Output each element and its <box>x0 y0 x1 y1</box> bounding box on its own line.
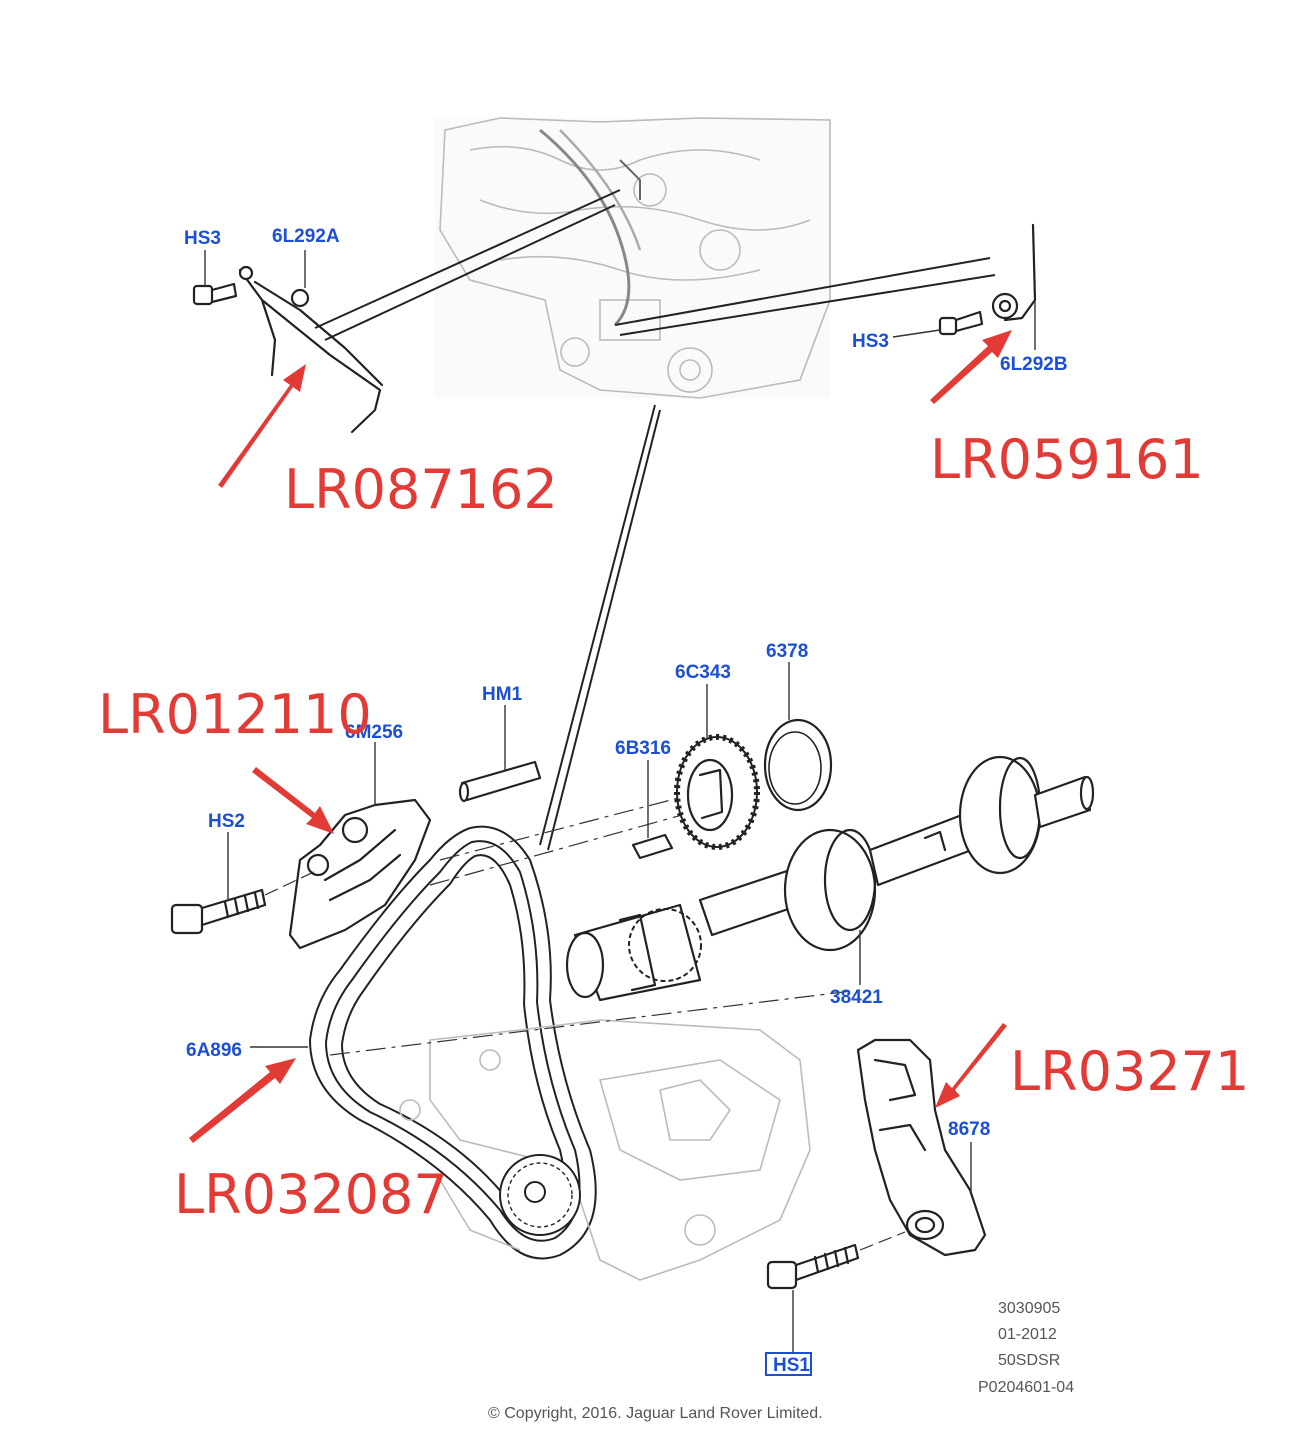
callout-6c343: 6C343 <box>675 662 731 683</box>
callout-hs2: HS2 <box>208 811 245 832</box>
bolt-hs1 <box>766 1243 860 1290</box>
figure-date: 01-2012 <box>998 1326 1057 1343</box>
engine-block <box>435 117 831 399</box>
figure-reference: P0204601-04 <box>978 1379 1074 1396</box>
figure-series-code: 50SDSR <box>998 1352 1060 1369</box>
copyright-notice: © Copyright, 2016. Jaguar Land Rover Lim… <box>488 1405 823 1422</box>
arrow-lr087162 <box>218 364 306 488</box>
part-number-lr059161: LR059161 <box>930 428 1204 491</box>
callout-hs3-left: HS3 <box>184 228 221 249</box>
arrow-lr032087 <box>189 1058 296 1143</box>
balance-gear <box>674 734 760 850</box>
crank-sprocket <box>499 1154 581 1236</box>
pin-hm1 <box>458 760 542 803</box>
callout-38421: 38421 <box>830 987 883 1008</box>
arrow-lr059161 <box>930 330 1012 404</box>
callout-6l292a: 6L292A <box>272 226 340 247</box>
bolt-hs3-left <box>192 282 238 306</box>
callout-hs3-right: HS3 <box>852 331 889 352</box>
callout-6m256: 6M256 <box>345 722 403 743</box>
callout-6b316: 6B316 <box>615 738 671 759</box>
tensioner-arm <box>856 1038 987 1257</box>
callout-hm1: HM1 <box>482 684 523 705</box>
balance-shaft <box>565 755 1095 1002</box>
oil-pipe-bracket-right <box>614 223 1037 336</box>
part-number-lr087162: LR087162 <box>284 458 558 521</box>
callout-6l292b: 6L292B <box>1000 354 1068 375</box>
arrow-lr012110 <box>252 767 334 834</box>
callout-hs1: HS1 <box>773 1355 810 1376</box>
callout-6a896: 6A896 <box>186 1040 242 1061</box>
bolt-hs3-right <box>938 310 984 336</box>
woodruff-key <box>631 833 674 860</box>
callout-8678: 8678 <box>948 1119 990 1140</box>
bolt-hs2 <box>170 888 267 935</box>
oil-pipe-bracket-left <box>238 189 621 434</box>
callout-hs1-box <box>765 1352 812 1376</box>
part-number-lr032087: LR032087 <box>174 1163 448 1226</box>
callout-6378: 6378 <box>766 641 808 662</box>
figure-code: 3030905 <box>998 1300 1060 1317</box>
part-number-lr03271: LR03271 <box>1010 1040 1249 1103</box>
thrust-washer <box>763 718 833 812</box>
oil-pump-assembly <box>399 1019 811 1281</box>
part-number-lr012110: LR012110 <box>98 683 372 746</box>
arrow-lr03271 <box>935 1023 1007 1108</box>
belt-tensioner <box>288 798 432 950</box>
